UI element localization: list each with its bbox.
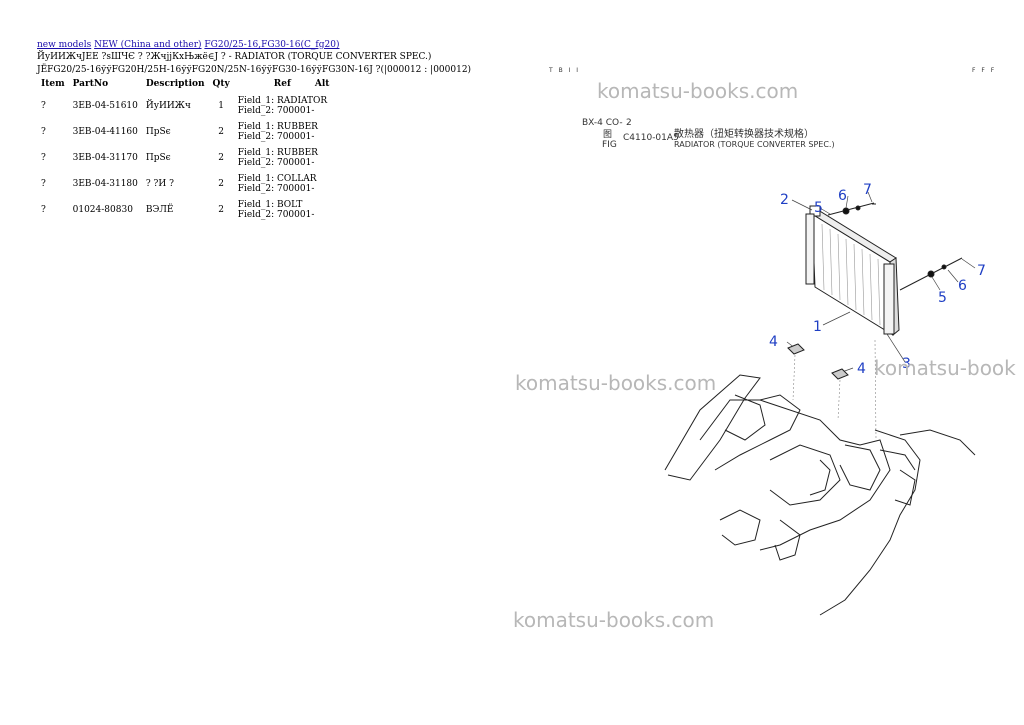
- cell-partno: 3EB-04-51610: [72, 101, 138, 111]
- diagram-code-fig: FIG: [602, 140, 617, 150]
- ref-field-2: Field_2: 700001-: [237, 158, 315, 168]
- diagram-code-fig-cn: 图: [603, 130, 613, 140]
- chassis-frame: [664, 374, 976, 616]
- watermark: komatsu-books.com: [513, 608, 715, 632]
- col-header-alt: Alt: [314, 79, 330, 89]
- ref-field-2: Field_2: 700001-: [237, 132, 315, 142]
- cell-description: ? ?И ?: [145, 179, 174, 189]
- cell-item: ?: [41, 153, 46, 163]
- ref-field-2: Field_2: 700001-: [237, 184, 315, 194]
- diagram-corner-left: T B I I: [549, 67, 581, 74]
- callout-5-lower: 5: [938, 290, 947, 306]
- table-row: ? 3EB-04-31180 ? ?И ? 2 Field_1: COLLAR …: [37, 171, 333, 197]
- ref-field-1: Field_1: RUBBER: [237, 122, 318, 132]
- col-header-description: Description: [145, 79, 205, 89]
- callout-2: 2: [780, 192, 789, 208]
- col-header-item: Item: [41, 79, 65, 89]
- ref-field-1: Field_1: RUBBER: [237, 148, 318, 158]
- diagram-corner-right: F F F: [972, 67, 997, 74]
- bolt-assembly-upper: [827, 202, 876, 216]
- callout-7-lower: 7: [977, 263, 986, 279]
- cell-partno: 3EB-04-31180: [72, 179, 138, 189]
- callout-3: 3: [902, 356, 911, 372]
- radiator-exploded-diagram: 2 5 6 7 1 3 5 6 7 4 4: [664, 182, 986, 616]
- bolt-assembly-lower: [899, 257, 963, 291]
- page-title: ЙуИИЖчЈЕЕ ?sШЧЄ ? ?ЖчјјКхЊжё∈J ? - RADIA…: [37, 52, 432, 62]
- table-row: ? 3EB-04-31170 ПрЅє 2 Field_1: RUBBER Fi…: [37, 145, 333, 171]
- cell-ref: Field_1: COLLAR Field_2: 700001-: [234, 171, 334, 197]
- model-applicability: ЈЁFG20/25-16ўўFG20H/25H-16ўўFG20N/25N-16…: [37, 65, 472, 75]
- ref-field-1: Field_1: RADIATOR: [237, 96, 328, 106]
- breadcrumb-link-new-models[interactable]: new models: [37, 40, 92, 50]
- ref-field-1: Field_1: COLLAR: [237, 174, 317, 184]
- cell-ref: Field_1: RUBBER Field_2: 700001-: [234, 145, 334, 171]
- cell-item: ?: [41, 205, 46, 215]
- breadcrumb: new models NEW (China and other) FG20/25…: [37, 40, 339, 50]
- cell-description: ВЭЛЁ: [145, 205, 174, 215]
- cell-ref: Field_1: RADIATOR Field_2: 700001-: [234, 93, 334, 119]
- callout-6: 6: [838, 188, 847, 204]
- ref-field-2: Field_2: 700001-: [237, 210, 315, 220]
- cell-description: ПрЅє: [145, 127, 171, 137]
- diagram-title-en: RADIATOR (TORQUE CONVERTER SPEC.): [674, 140, 835, 149]
- ref-field-1: Field_1: BOLT: [237, 200, 303, 210]
- cell-qty: 2: [218, 127, 225, 137]
- watermark-partial: komatsu-book: [874, 356, 1016, 380]
- cell-ref: Field_1: BOLT Field_2: 700001-: [234, 197, 334, 223]
- rubber-mount-left: [787, 343, 805, 355]
- cell-partno: 01024-80830: [72, 205, 133, 215]
- callout-labels: 2 5 6 7 1 3 5 6 7 4 4: [769, 182, 986, 377]
- table-row: ? 3EB-04-51610 ЙуИИЖч 1 Field_1: RADIATO…: [37, 93, 333, 119]
- callout-5: 5: [814, 200, 823, 216]
- diagram-code-a2: 2: [626, 118, 632, 128]
- diagram-title-cn: 散热器（扭矩转换器技术规格）: [674, 129, 814, 140]
- cell-item: ?: [41, 127, 46, 137]
- cell-description: ЙуИИЖч: [145, 101, 191, 111]
- cell-qty: 1: [218, 101, 225, 111]
- diagram-code-number: C4110-01A5: [623, 133, 679, 143]
- ref-field-2: Field_2: 700001-: [237, 106, 315, 116]
- rubber-mount-right: [831, 368, 849, 380]
- col-header-partno: PartNo: [72, 79, 109, 89]
- watermark: komatsu-books.com: [597, 79, 799, 103]
- cell-item: ?: [41, 179, 46, 189]
- cell-partno: 3EB-04-31170: [72, 153, 138, 163]
- callout-6-lower: 6: [958, 278, 967, 294]
- table-header-row: Item PartNo Description Qty Ref Alt: [37, 78, 333, 93]
- table-row: ? 01024-80830 ВЭЛЁ 2 Field_1: BOLT Field…: [37, 197, 333, 223]
- watermark: komatsu-books.com: [515, 371, 717, 395]
- cell-partno: 3EB-04-41160: [72, 127, 138, 137]
- cell-qty: 2: [218, 153, 225, 163]
- col-header-qty: Qty: [212, 79, 230, 89]
- callout-4-right: 4: [857, 361, 866, 377]
- parts-table: Item PartNo Description Qty Ref Alt ? 3E…: [37, 78, 333, 223]
- breadcrumb-link-model[interactable]: FG20/25-16,FG30-16(C_fg20): [204, 40, 340, 50]
- callout-7: 7: [863, 182, 872, 198]
- breadcrumb-link-region[interactable]: NEW (China and other): [94, 40, 202, 50]
- cell-item: ?: [41, 101, 46, 111]
- radiator-body: [805, 205, 900, 337]
- cell-description: ПрЅє: [145, 153, 171, 163]
- callout-4-left: 4: [769, 334, 778, 350]
- callout-1: 1: [813, 319, 822, 335]
- table-row: ? 3EB-04-41160 ПрЅє 2 Field_1: RUBBER Fi…: [37, 119, 333, 145]
- cell-qty: 2: [218, 179, 225, 189]
- cell-ref: Field_1: RUBBER Field_2: 700001-: [234, 119, 334, 145]
- col-header-ref: Ref: [273, 79, 291, 89]
- cell-qty: 2: [218, 205, 225, 215]
- diagram-code-a: BX-4 CO-: [582, 118, 623, 128]
